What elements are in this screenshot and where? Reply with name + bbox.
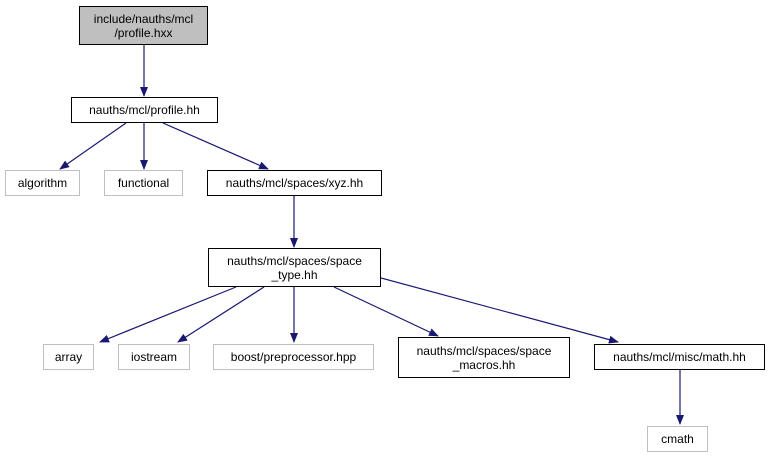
node-label: nauths/mcl/spaces/space _type.hh xyxy=(227,253,362,282)
edge-profile_hh-to-xyz_hh xyxy=(162,122,269,170)
edge-space_type_hh-to-space_macros_hh xyxy=(333,286,439,337)
edge-space_type_hh-to-iostream xyxy=(177,286,265,343)
node-label: cmath xyxy=(661,432,694,446)
node-functional[interactable]: functional xyxy=(104,170,183,196)
node-iostream[interactable]: iostream xyxy=(118,344,190,370)
node-label: nauths/mcl/profile.hh xyxy=(89,103,200,117)
node-label: array xyxy=(54,350,83,364)
node-space-type-hh[interactable]: nauths/mcl/spaces/space _type.hh xyxy=(208,248,381,287)
node-label: iostream xyxy=(130,350,177,364)
node-label: functional xyxy=(117,176,170,190)
node-label: nauths/mcl/spaces/xyz.hh xyxy=(225,176,364,190)
node-cmath[interactable]: cmath xyxy=(647,426,708,452)
node-algorithm[interactable]: algorithm xyxy=(5,170,80,196)
edge-space_type_hh-to-array xyxy=(99,286,237,343)
node-math-hh[interactable]: nauths/mcl/misc/math.hh xyxy=(594,344,765,370)
node-profile-hh[interactable]: nauths/mcl/profile.hh xyxy=(71,97,218,123)
node-label: boost/preprocessor.hpp xyxy=(230,350,357,364)
node-array[interactable]: array xyxy=(43,344,94,370)
edge-profile_hh-to-algorithm xyxy=(59,122,127,170)
node-boost-preprocessor[interactable]: boost/preprocessor.hpp xyxy=(213,344,374,370)
node-profile-hxx[interactable]: include/nauths/mcl /profile.hxx xyxy=(79,6,208,45)
node-label: include/nauths/mcl /profile.hxx xyxy=(93,11,194,40)
node-label: algorithm xyxy=(17,176,68,190)
node-label: nauths/mcl/misc/math.hh xyxy=(613,350,746,364)
edge-space_type_hh-to-math_hh xyxy=(380,277,619,344)
node-space-macros-hh[interactable]: nauths/mcl/spaces/space _macros.hh xyxy=(398,337,570,378)
node-label: nauths/mcl/spaces/space _macros.hh xyxy=(416,343,552,372)
edges-layer xyxy=(59,45,684,425)
node-xyz-hh[interactable]: nauths/mcl/spaces/xyz.hh xyxy=(207,170,382,196)
